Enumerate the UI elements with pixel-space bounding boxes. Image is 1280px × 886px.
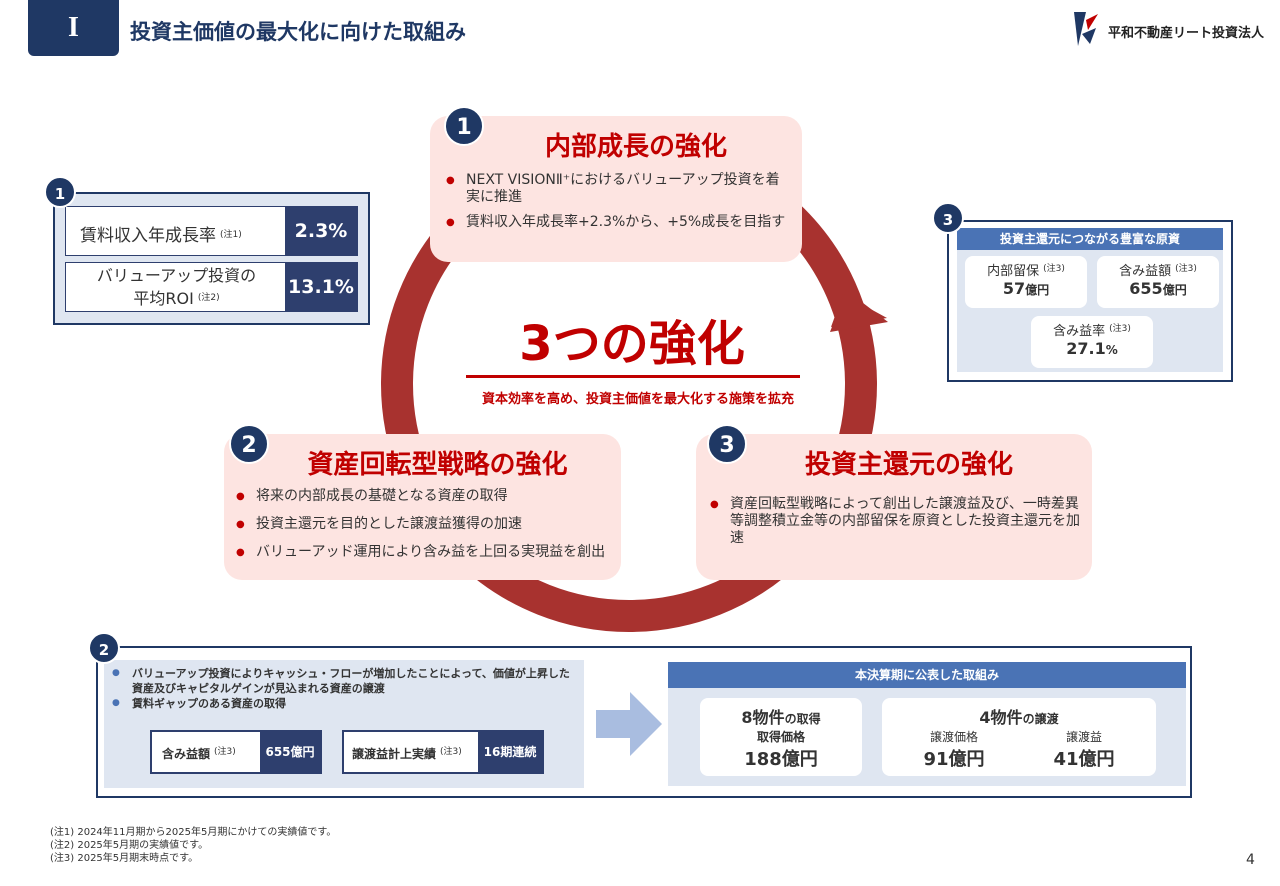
- resource-label: 含み益率: [1053, 324, 1106, 339]
- internal-growth-kpi-panel: 賃料収入年成長率 (注1) 2.3% バリューアップ投資の 平均ROI(注2) 1…: [53, 192, 370, 325]
- pillar-1-title: 内部成長の強化: [544, 132, 727, 162]
- section-badge: I: [28, 0, 119, 56]
- tag-value: 16期連続: [478, 732, 542, 772]
- pillar-1-bullets: NEXT VISIONⅡ⁺におけるバリューアップ投資を着実に推進 賃料収入年成長…: [440, 172, 792, 231]
- kpi-row-rent-growth: 賃料収入年成長率 (注1) 2.3%: [65, 206, 358, 256]
- center-subtitle: 資本効率を高め、投資主価値を最大化する施策を拡充: [481, 392, 794, 407]
- footnotes: (注1) 2024年11月期から2025年5月期にかけての実績値です。 (注2)…: [50, 826, 336, 865]
- disposition-gain-value: 41億円: [1053, 749, 1115, 770]
- pillar-3-number: 3: [707, 424, 747, 464]
- resource-unrealized-gain: 含み益額(注3) 655億円: [1097, 256, 1219, 308]
- resource-label: 内部留保: [987, 264, 1040, 279]
- disposition-card: 4物件の譲渡 譲渡価格 91億円 譲渡益 41億円: [882, 698, 1156, 776]
- kpi-label-line1: バリューアップ投資の: [96, 266, 257, 285]
- company-name: 平和不動産リート投資法人: [1108, 26, 1265, 41]
- pillar-3-bullets: 資産回転型戦略によって創出した譲渡益及び、一時差異等調整積立金等の内部留保を原資…: [704, 496, 1080, 547]
- pillar-2-title: 資産回転型戦略の強化: [307, 450, 568, 480]
- acquisition-card: 8物件の取得 取得価格 188億円: [700, 698, 862, 776]
- footnote: (注2) 2025年5月期の実績値です。: [50, 840, 209, 851]
- kpi-value: 2.3%: [285, 207, 357, 255]
- footnote: (注1) 2024年11月期から2025年5月期にかけての実績値です。: [50, 827, 337, 838]
- panel-2-right-header: 本決算期に公表した取組み: [668, 662, 1186, 688]
- arrow-right-icon: [596, 692, 662, 756]
- list-item: 賃料収入年成長率+2.3%から、+5%成長を目指す: [440, 214, 792, 231]
- bullet-dot-icon: ●: [112, 668, 120, 678]
- return-resources-panel: 投資主還元につながる豊富な原資 内部留保(注3) 57億円 含み益額(注3) 6…: [947, 220, 1233, 382]
- panel-2-bullets: バリューアップ投資によりキャッシュ・フローが増加したことによって、価値が上昇した…: [114, 666, 576, 711]
- pillar-2-bullets: 将来の内部成長の基礎となる資産の取得 投資主還元を目的とした譲渡益獲得の加速 バ…: [230, 488, 618, 561]
- list-item: NEXT VISIONⅡ⁺におけるバリューアップ投資を着実に推進: [440, 172, 792, 206]
- page-title: 投資主価値の最大化に向けた取組み: [130, 20, 466, 44]
- pillar-internal-growth: 内部成長の強化 NEXT VISIONⅡ⁺におけるバリューアップ投資を着実に推進…: [430, 116, 802, 262]
- center-title: 3つの強化: [519, 316, 745, 372]
- company-logo: [1070, 10, 1100, 48]
- kpi-note: (注2): [197, 293, 220, 303]
- pillar-asset-rotation: 資産回転型戦略の強化 将来の内部成長の基礎となる資産の取得 投資主還元を目的とし…: [224, 434, 621, 580]
- list-item: バリューアップ投資によりキャッシュ・フローが増加したことによって、価値が上昇した…: [132, 667, 570, 695]
- kpi-label: 賃料収入年成長率: [80, 226, 216, 246]
- logo-mark-icon: [1074, 12, 1098, 46]
- list-item: バリューアッド運用により含み益を上回る実現益を創出: [230, 544, 618, 561]
- resource-value: 57: [1002, 279, 1026, 298]
- tag-value: 655億円: [260, 732, 320, 772]
- resource-label: 含み益額: [1119, 264, 1172, 279]
- list-item: 投資主還元を目的とした譲渡益獲得の加速: [230, 516, 618, 533]
- asset-rotation-panel: バリューアップ投資によりキャッシュ・フローが増加したことによって、価値が上昇した…: [96, 646, 1192, 798]
- resource-unrealized-gain-ratio: 含み益率(注3) 27.1%: [1031, 316, 1153, 368]
- kpi-label-line2: 平均ROI: [133, 289, 194, 308]
- pillar-unitholder-return: 投資主還元の強化 資産回転型戦略によって創出した譲渡益及び、一時差異等調整積立金…: [696, 434, 1092, 580]
- pillar-1-number: 1: [444, 106, 484, 146]
- page-number: 4: [1246, 852, 1255, 868]
- resource-value: 655: [1129, 279, 1163, 298]
- pillar-3-title: 投資主還元の強化: [804, 450, 1013, 480]
- list-item: 賃料ギャップのある資産の取得: [132, 697, 286, 710]
- panel-2-right: 本決算期に公表した取組み 8物件の取得 取得価格 188億円 4物件の譲渡 譲渡…: [668, 662, 1186, 786]
- panel-3-number: 3: [932, 202, 964, 234]
- panel-2-number: 2: [88, 632, 120, 664]
- panel-2-left: バリューアップ投資によりキャッシュ・フローが増加したことによって、価値が上昇した…: [104, 660, 584, 788]
- tag-unrealized-gain: 含み益額(注3) 655億円: [150, 730, 322, 774]
- tag-gain-track-record: 譲渡益計上実績(注3) 16期連続: [342, 730, 544, 774]
- footnote: (注3) 2025年5月期末時点です。: [50, 853, 199, 864]
- kpi-value: 13.1%: [285, 263, 357, 311]
- kpi-row-roi: バリューアップ投資の 平均ROI(注2) 13.1%: [65, 262, 358, 312]
- disposition-price-value: 91億円: [923, 749, 985, 770]
- center-divider: [466, 375, 800, 378]
- kpi-note: (注1): [220, 230, 242, 240]
- panel-3-header: 投資主還元につながる豊富な原資: [957, 228, 1223, 250]
- list-item: 将来の内部成長の基礎となる資産の取得: [230, 488, 618, 505]
- panel-1-number: 1: [44, 176, 76, 208]
- pillar-2-number: 2: [229, 424, 269, 464]
- acquisition-value: 188億円: [744, 749, 818, 770]
- list-item: 資産回転型戦略によって創出した譲渡益及び、一時差異等調整積立金等の内部留保を原資…: [704, 496, 1080, 547]
- resource-value: 27.1: [1066, 339, 1106, 358]
- resource-retained-earnings: 内部留保(注3) 57億円: [965, 256, 1087, 308]
- bullet-dot-icon: ●: [112, 698, 120, 708]
